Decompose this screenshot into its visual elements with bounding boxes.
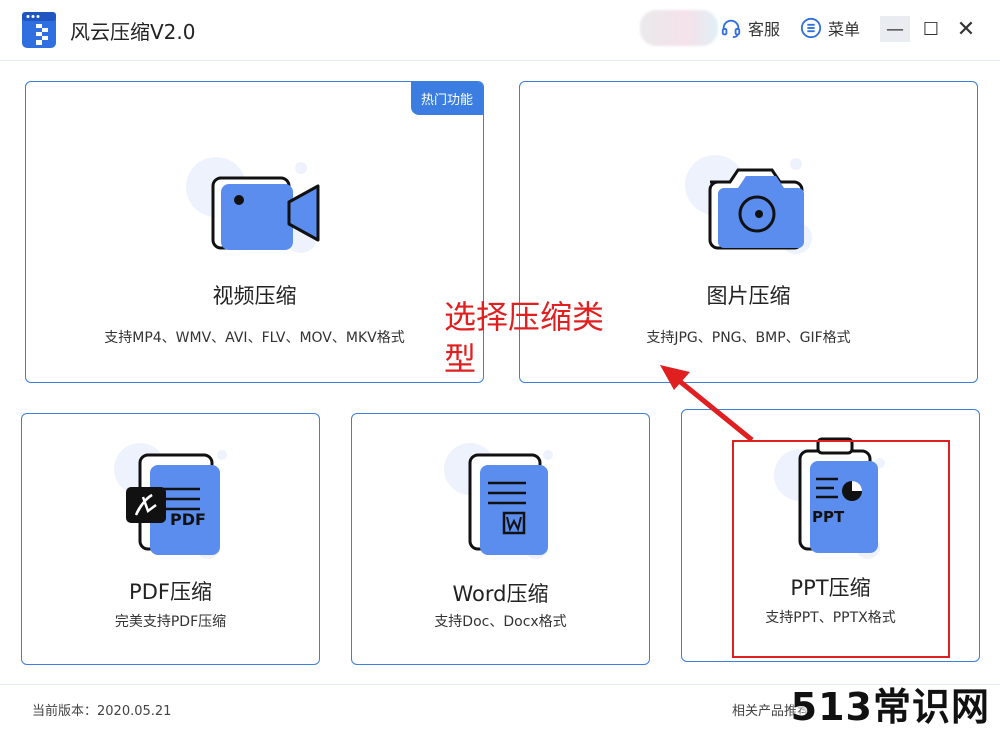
app-title: 风云压缩V2.0 [70, 20, 196, 44]
red-arrow-icon [660, 365, 754, 442]
pdf-document-icon [114, 443, 227, 559]
ppt-compress-card[interactable]: PPT PPT压缩 支持PPT、PPTX格式 [681, 409, 980, 662]
blurred-avatar [640, 10, 718, 46]
ppt-card-title: PPT压缩 [790, 576, 871, 600]
app-logo-icon [22, 12, 56, 48]
customer-service-label: 客服 [748, 20, 781, 39]
watermark: 513常识网 [790, 685, 990, 729]
annotation-text: 选择压缩类型 [444, 298, 605, 378]
version-text: 当前版本：2020.05.21 [32, 704, 172, 719]
video-camera-icon [186, 157, 320, 253]
image-card-title: 图片压缩 [706, 284, 791, 308]
menu-button[interactable]: 菜单 [800, 16, 860, 40]
customer-service-button[interactable]: 客服 [720, 16, 780, 40]
pdf-card-title: PDF压缩 [129, 580, 212, 604]
title-bar: 风云压缩V2.0 客服 菜单 — ☐ ✕ [0, 0, 1000, 61]
camera-icon [685, 155, 812, 254]
word-card-desc: 支持Doc、Docx格式 [434, 614, 567, 630]
menu-icon [800, 17, 822, 39]
pdf-icon-label: PDF [170, 510, 206, 529]
hot-feature-badge: 热门功能 [410, 82, 483, 115]
ppt-clipboard-icon [774, 437, 885, 559]
word-document-icon [444, 443, 553, 559]
close-button[interactable]: ✕ [956, 16, 976, 42]
related-products-link[interactable]: 相关产品推荐 [732, 704, 811, 719]
pdf-card-desc: 完美支持PDF压缩 [114, 614, 227, 630]
video-card-desc: 支持MP4、WMV、AVI、FLV、MOV、MKV格式 [104, 330, 405, 346]
minimize-button[interactable]: — [880, 16, 910, 42]
pdf-compress-card[interactable]: PDF PDF压缩 完美支持PDF压缩 [21, 413, 320, 665]
word-card-title: Word压缩 [452, 582, 549, 606]
headset-icon [721, 19, 741, 39]
ppt-icon-label: PPT [812, 508, 845, 526]
maximize-button[interactable]: ☐ [922, 18, 940, 40]
footer: 当前版本：2020.05.21 相关产品推荐 [0, 684, 1000, 731]
menu-label: 菜单 [828, 20, 861, 39]
ppt-card-desc: 支持PPT、PPTX格式 [765, 610, 896, 626]
image-card-desc: 支持JPG、PNG、BMP、GIF格式 [646, 330, 851, 346]
highlight-box [732, 440, 950, 658]
video-compress-card[interactable]: 热门功能 视频压缩 支持MP4、WMV、AVI、FLV、MOV、MKV格式 [25, 81, 484, 383]
image-compress-card[interactable]: 图片压缩 支持JPG、PNG、BMP、GIF格式 [519, 81, 978, 383]
word-compress-card[interactable]: Word压缩 支持Doc、Docx格式 [351, 413, 650, 665]
video-card-title: 视频压缩 [212, 284, 297, 308]
